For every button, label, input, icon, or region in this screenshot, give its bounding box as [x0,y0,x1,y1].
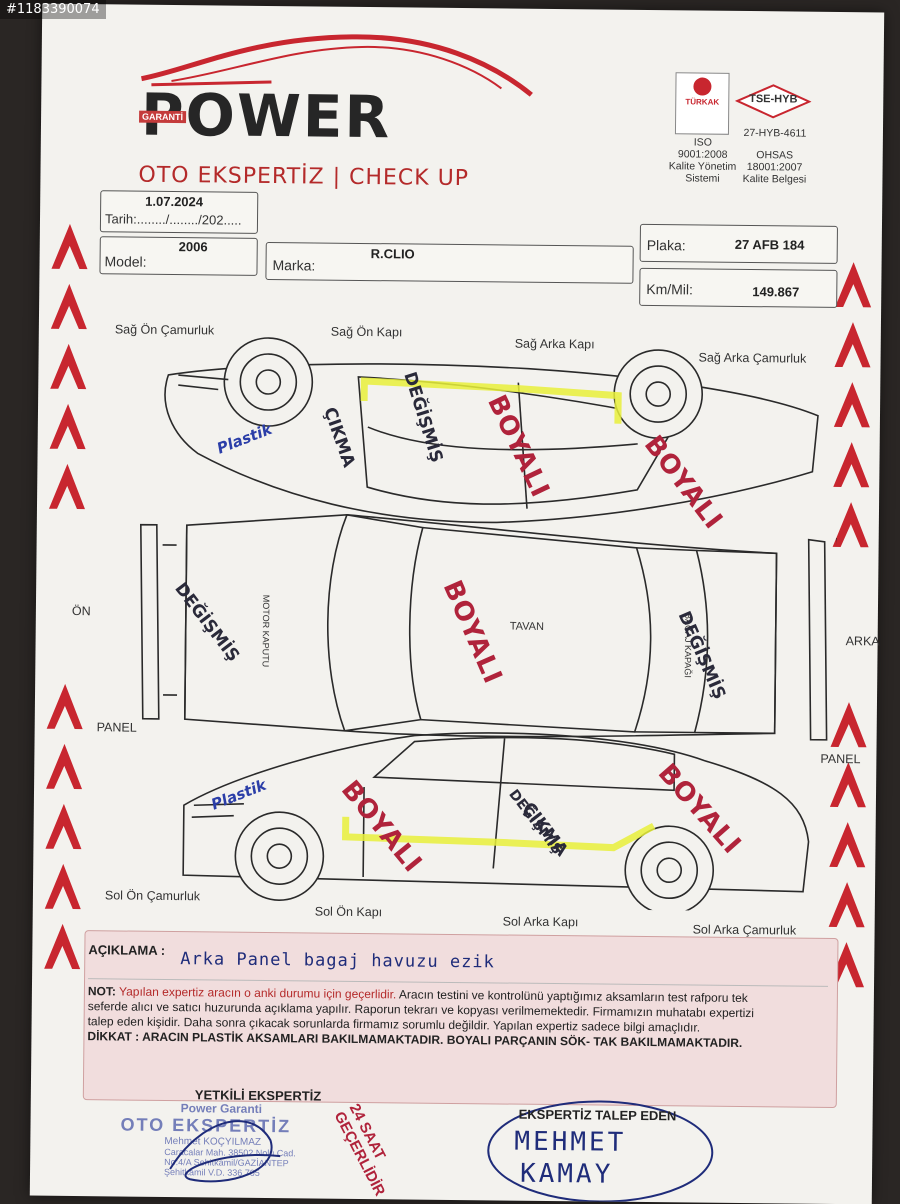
tse-label: TSE-HYB [749,93,798,106]
expertise-report-paper: GARANTİ POWER OTO EKSPERTİZ | CHECK UP T… [29,3,885,1204]
marka-value: R.CLIO [370,246,415,262]
label-panel-front: PANEL [96,720,137,735]
talep-eden-label: EKSPERTİZ TALEP EDEN [518,1106,677,1124]
date-box[interactable]: 1.07.2024 Tarih:......../......../202...… [99,190,259,234]
marka-box[interactable]: Marka: R.CLIO [265,241,634,284]
note-block: NOT: Yapılan expertiz aracın o anki duru… [87,984,836,1052]
brand-logo: GARANTİ POWER [139,81,392,151]
right-rear-wheel-icon [613,349,704,439]
trunk-outline [694,549,778,735]
rear-bumper [807,538,828,741]
ohsas-line-1: OHSAS [756,149,794,162]
left-side-windows [372,736,676,792]
iso-line-2: 9001:2008 [677,148,728,161]
roof-outline [420,526,652,733]
label-tavan: TAVAN [509,620,545,633]
tse-diamond-icon [734,84,812,119]
left-side-body [182,732,810,893]
date-label: Tarih:......../......../202..... [104,211,242,228]
km-box[interactable]: Km/Mil: 149.867 [639,267,838,308]
left-front-wheel-icon [234,811,325,901]
iso-line-1: ISO [693,136,712,149]
label-sol-arka-kapi: Sol Arka Kapı [502,914,579,930]
car-diagram [140,337,839,912]
plaka-label: Plaka: [646,236,686,254]
km-value: 149.867 [752,284,800,300]
label-on: ÖN [71,603,91,619]
left-rear-wheel-icon [624,825,715,912]
iso-line-3: Kalite Yönetim [668,160,737,173]
left-chevron-border [44,223,88,970]
requester-name-line-2: KAMAY [519,1158,614,1190]
label-sol-on-kapi: Sol Ön Kapı [314,904,383,920]
windshield-outline [344,514,424,732]
car-silhouette-logo-icon [141,34,533,97]
front-bumper [140,523,160,720]
aciklama-label: AÇIKLAMA : [88,942,166,958]
highlight-left-doors [342,816,656,852]
ohsas-cert: OHSAS 18001:2007 Kalite Belgesi [734,149,814,186]
brand-subtitle: OTO EKSPERTİZ | CHECK UP [138,162,470,192]
requester-name-line-1: MEHMET [514,1126,627,1158]
turkak-badge: TÜRKAK [674,72,730,135]
model-label: Model: [104,253,147,270]
iso-line-4: Sistemi [685,172,720,185]
garanti-tag: GARANTİ [139,110,187,124]
model-value: 2006 [178,239,208,255]
label-panel-rear: PANEL [820,751,861,767]
highlight-right-doors [360,377,622,424]
turkak-label: TÜRKAK [685,97,720,107]
note-red-text: Yapılan expertiz aracın o anki durumu iç… [118,984,397,1002]
label-sol-arka-camurluk: Sol Arka Çamurluk [692,922,797,938]
model-box[interactable]: 2006 Model: [99,236,258,276]
right-front-wheel-icon [223,337,314,427]
plaka-box[interactable]: Plaka: 27 AFB 184 [639,223,838,264]
label-sol-on-camurluk: Sol Ön Çamurluk [104,888,201,904]
ohsas-line-2: 18001:2007 [746,161,803,174]
km-label: Km/Mil: [646,280,694,298]
right-side-body [164,363,819,524]
note-prefix: NOT: [87,984,116,999]
ohsas-line-3: Kalite Belgesi [742,172,807,186]
hood-outline [183,514,348,732]
date-value: 1.07.2024 [145,193,204,210]
plaka-value: 27 AFB 184 [734,236,805,253]
iso-cert: ISO 9001:2008 Kalite Yönetim Sistemi [662,136,742,185]
tse-badge: TSE-HYB [734,83,812,120]
aciklama-handwritten[interactable]: Arka Panel bagaj havuzu ezik [180,949,495,973]
tse-number: 27-HYB-4611 [743,126,807,140]
label-arka: ARKA [845,634,880,649]
marka-label: Marka: [272,257,316,274]
image-id-watermark: #1183390074 [0,0,106,19]
signature-scribble [169,1120,281,1183]
label-motor-kaputu: MOTOR KAPUTU [260,594,272,668]
turkak-logo-icon [693,77,712,96]
